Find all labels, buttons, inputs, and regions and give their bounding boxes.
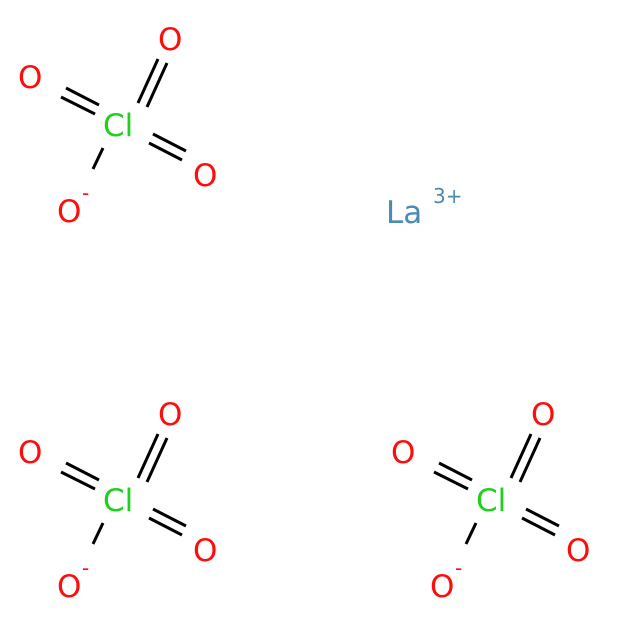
- single-bond: [91, 522, 105, 545]
- bonds: [60, 58, 187, 170]
- lanthanum-atom: La: [386, 195, 422, 231]
- negative-charge: -: [82, 556, 89, 580]
- chlorine-atom: Cl: [103, 483, 133, 519]
- double-bond: [145, 437, 169, 483]
- single-bond: [464, 522, 478, 545]
- double-bond: [60, 95, 96, 116]
- chlorine-atom: Cl: [103, 108, 133, 144]
- perchlorate-anion-2: Cl O O O O -: [18, 397, 217, 605]
- double-bond: [65, 86, 100, 107]
- chlorine-atom: Cl: [476, 483, 506, 519]
- double-bond: [148, 516, 183, 537]
- double-bond: [152, 507, 187, 528]
- oxygen-atom: O: [193, 533, 217, 569]
- double-bond: [136, 58, 160, 104]
- double-bond: [145, 62, 169, 108]
- oxygen-atom: O: [531, 397, 555, 433]
- oxygen-atom: O: [566, 533, 590, 569]
- double-bond: [433, 470, 469, 491]
- perchlorate-anion-3: Cl O O O O -: [391, 397, 590, 605]
- negative-charge: -: [455, 556, 462, 580]
- double-bond: [518, 437, 542, 483]
- oxygen-atom: O: [158, 22, 182, 58]
- double-bond: [136, 433, 160, 479]
- oxygen-atom: O: [430, 569, 454, 605]
- lanthanum-cation: La 3+: [386, 184, 462, 231]
- oxygen-atom: O: [57, 569, 81, 605]
- double-bond: [525, 507, 560, 528]
- positive-charge: 3+: [433, 184, 462, 208]
- double-bond: [148, 141, 183, 162]
- double-bond: [65, 461, 100, 482]
- double-bond: [509, 433, 533, 479]
- oxygen-atom: O: [18, 435, 42, 471]
- bonds: [60, 433, 187, 545]
- single-bond: [91, 147, 105, 170]
- oxygen-atom: O: [391, 435, 415, 471]
- double-bond: [152, 132, 187, 153]
- negative-charge: -: [82, 181, 89, 205]
- oxygen-atom: O: [158, 397, 182, 433]
- perchlorate-anion-1: Cl O O O O -: [18, 22, 217, 230]
- oxygen-atom: O: [193, 158, 217, 194]
- oxygen-atom: O: [18, 60, 42, 96]
- double-bond: [438, 461, 473, 482]
- bonds: [433, 433, 560, 545]
- double-bond: [521, 516, 556, 537]
- oxygen-atom: O: [57, 194, 81, 230]
- double-bond: [60, 470, 96, 491]
